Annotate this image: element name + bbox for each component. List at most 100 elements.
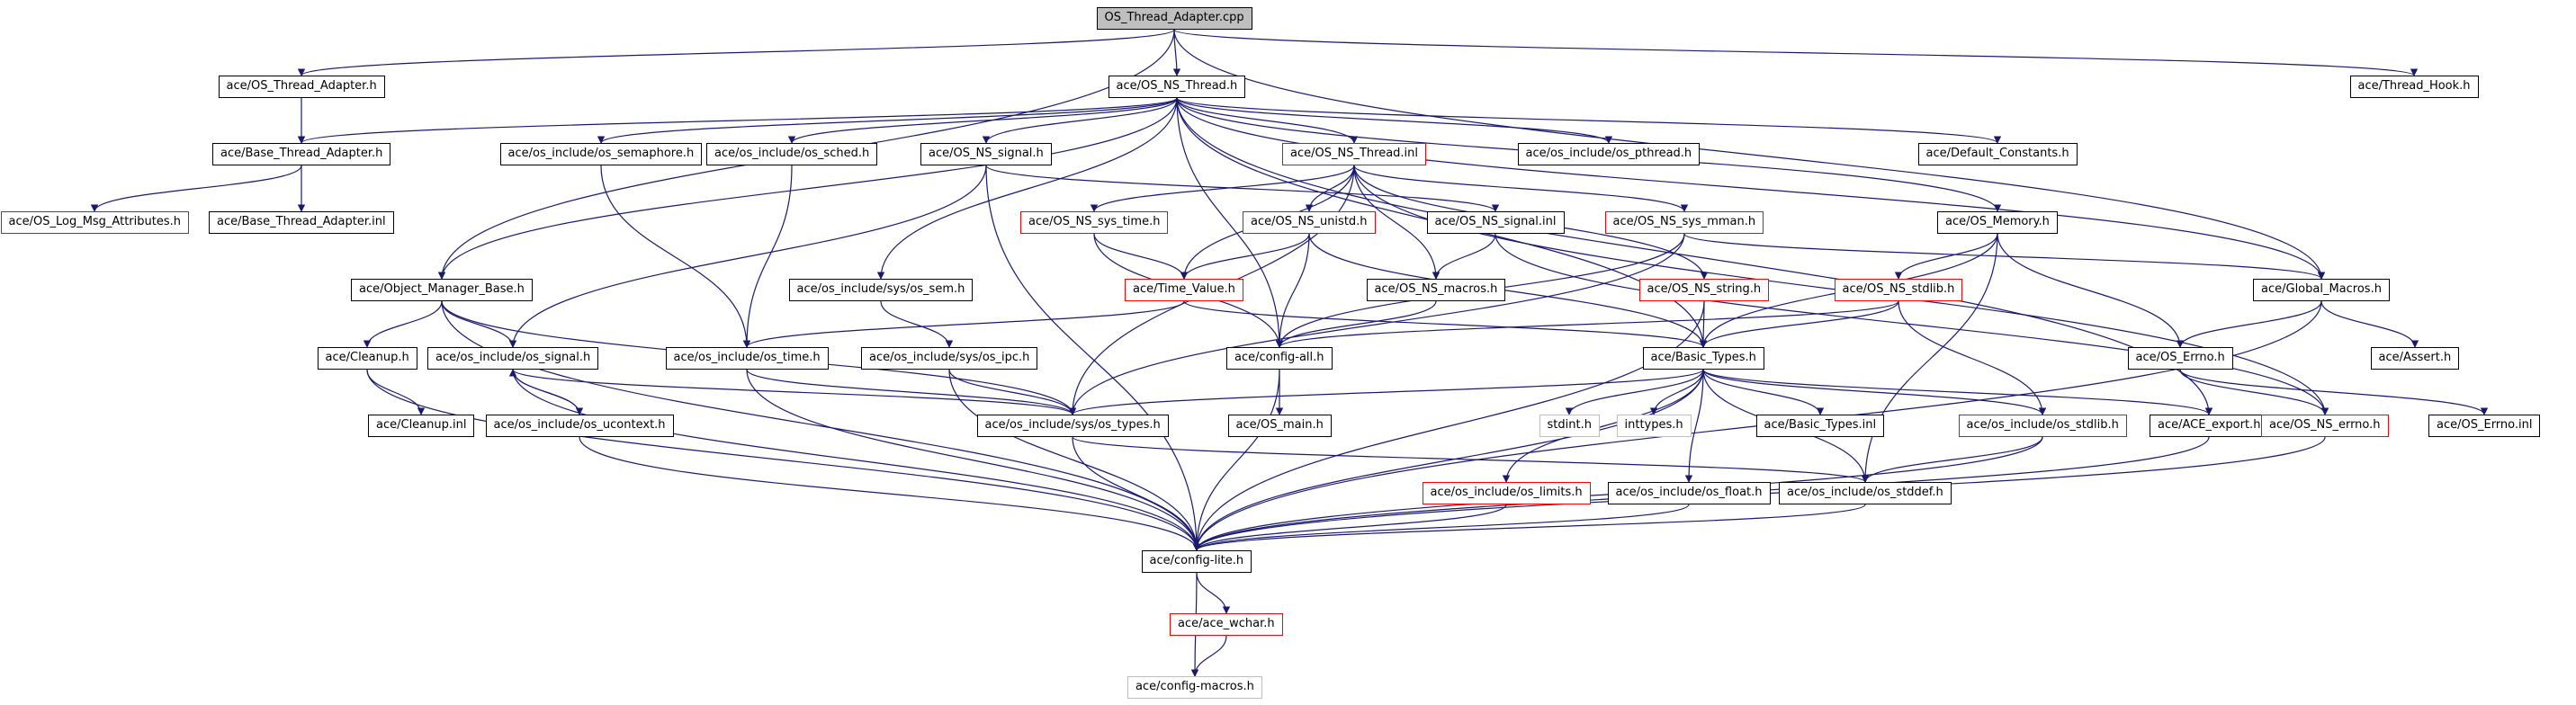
edge-basic-types-h-to-basic-types-inl: [1702, 369, 1825, 415]
node-base-adapter-inl[interactable]: ace/Base_Thread_Adapter.inl: [209, 211, 394, 234]
edge-ns-thread-h-to-config-all: [1176, 97, 1284, 348]
edge-ns-stdlib-h-to-os-stdlib: [1898, 300, 2047, 415]
node-log-msg-attr[interactable]: ace/OS_Log_Msg_Attributes.h: [0, 211, 189, 234]
edge-basic-types-h-to-inttypes: [1649, 369, 1704, 415]
edge-ns-thread-inl-to-ns-sys-time: [1090, 165, 1355, 212]
edge-ns-thread-h-to-obj-mgr-base: [437, 97, 1178, 280]
edge-os-errno-h-to-ns-errno: [2179, 369, 2329, 415]
node-default-const[interactable]: ace/Default_Constants.h: [1917, 143, 2078, 165]
node-assert-h[interactable]: ace/Assert.h: [2370, 347, 2460, 370]
node-config-lite[interactable]: ace/config-lite.h: [1141, 550, 1252, 573]
edge-basic-types-h-to-ace-export: [1702, 369, 2213, 415]
node-os-sched[interactable]: ace/os_include/os_sched.h: [706, 143, 878, 165]
node-ns-macros[interactable]: ace/OS_NS_macros.h: [1366, 279, 1506, 301]
node-stdint: stdint.h: [1539, 415, 1600, 437]
node-cleanup-h[interactable]: ace/Cleanup.h: [317, 347, 417, 370]
edge-ns-macros-to-config-all: [1275, 300, 1437, 348]
edge-ns-unistd-to-config-all: [1275, 233, 1310, 348]
node-os-main[interactable]: ace/OS_main.h: [1227, 415, 1332, 437]
edge-global-macros-to-assert-h: [2320, 300, 2419, 348]
edge-ns-signal-inl-to-ns-macros: [1432, 233, 1496, 280]
node-os-pthread[interactable]: ace/os_include/os_pthread.h: [1517, 143, 1701, 165]
edge-ns-sys-mman-to-os-types: [1068, 233, 1685, 415]
node-os-types[interactable]: ace/os_include/sys/os_types.h: [976, 415, 1169, 437]
node-os-time[interactable]: ace/os_include/os_time.h: [665, 347, 829, 370]
edge-basic-types-h-to-config-lite: [1192, 369, 1704, 551]
node-os-float[interactable]: ace/os_include/os_float.h: [1607, 482, 1771, 504]
edge-root-to-thread-hook: [1173, 29, 2418, 76]
node-os-signal[interactable]: ace/os_include/os_signal.h: [427, 347, 599, 370]
node-ns-sys-time[interactable]: ace/OS_NS_sys_time.h: [1020, 211, 1169, 234]
node-os-memory[interactable]: ace/OS_Memory.h: [1937, 211, 2058, 234]
edge-ace-wchar-to-config-macros: [1190, 635, 1227, 677]
node-ns-stdlib-h[interactable]: ace/OS_NS_stdlib.h: [1834, 279, 1963, 301]
node-obj-mgr-base[interactable]: ace/Object_Manager_Base.h: [351, 279, 533, 301]
node-base-adapter-h[interactable]: ace/Base_Thread_Adapter.h: [212, 143, 391, 165]
edge-ns-thread-inl-to-ns-unistd: [1305, 165, 1355, 212]
node-os-limits[interactable]: ace/os_include/os_limits.h: [1422, 482, 1591, 504]
node-ace-export[interactable]: ace/ACE_export.h: [2150, 415, 2269, 437]
node-ns-signal-inl[interactable]: ace/OS_NS_signal.inl: [1426, 211, 1565, 234]
node-basic-types-inl[interactable]: ace/Basic_Types.inl: [1755, 415, 1885, 437]
edge-os-stddef-to-config-lite: [1193, 504, 1866, 551]
edge-basic-types-h-to-os-stdlib: [1702, 369, 2047, 415]
edge-ns-unistd-to-time-value: [1180, 233, 1310, 280]
edge-ns-thread-h-to-ns-signal-h: [982, 97, 1178, 144]
edge-basic-types-h-to-stdint: [1565, 369, 1704, 415]
edge-os-memory-to-os-errno-h: [1997, 233, 2185, 348]
edge-ns-thread-h-to-base-adapter-h: [298, 97, 1178, 144]
node-ns-thread-h[interactable]: ace/OS_NS_Thread.h: [1108, 76, 1246, 98]
edge-os-time-to-os-types: [746, 369, 1077, 415]
edge-ns-thread-h-to-os-pthread: [1176, 97, 1613, 144]
node-config-all[interactable]: ace/config-all.h: [1226, 347, 1333, 370]
edge-os-signal-to-os-types: [512, 369, 1077, 415]
node-os-sem[interactable]: ace/os_include/sys/os_sem.h: [788, 279, 974, 301]
edge-basic-types-h-to-os-float: [1684, 369, 1704, 483]
edge-obj-mgr-base-to-cleanup-h: [363, 300, 443, 348]
node-os-errno-h[interactable]: ace/OS_Errno.h: [2127, 347, 2233, 370]
edge-cleanup-h-to-cleanup-inl: [366, 369, 426, 415]
node-ns-errno[interactable]: ace/OS_NS_errno.h: [2261, 415, 2389, 437]
node-config-macros: ace/config-macros.h: [1127, 676, 1262, 699]
node-ns-unistd[interactable]: ace/OS_NS_unistd.h: [1243, 211, 1376, 234]
node-root[interactable]: OS_Thread_Adapter.cpp: [1096, 7, 1252, 30]
node-os-stddef[interactable]: ace/os_include/os_stddef.h: [1779, 482, 1952, 504]
edge-basic-types-h-to-os-limits: [1502, 369, 1704, 483]
edge-ns-thread-inl-to-ns-sys-mman: [1353, 165, 1689, 212]
edge-os-types-to-config-lite: [1072, 436, 1201, 551]
node-thread-hook[interactable]: ace/Thread_Hook.h: [2349, 76, 2479, 98]
node-os-stdlib[interactable]: ace/os_include/os_stdlib.h: [1958, 415, 2127, 437]
edge-ns-thread-h-to-global-macros: [1176, 97, 2326, 280]
node-ns-sys-mman[interactable]: ace/OS_NS_sys_mman.h: [1604, 211, 1764, 234]
edge-time-value-to-basic-types-h: [1183, 300, 1708, 348]
node-cleanup-inl[interactable]: ace/Cleanup.inl: [368, 415, 475, 437]
edge-ns-thread-h-to-os-sched: [787, 97, 1178, 144]
node-os-ucontext[interactable]: ace/os_include/os_ucontext.h: [485, 415, 674, 437]
edge-ns-stdlib-h-to-config-all: [1276, 300, 1899, 348]
node-tadapter-h[interactable]: ace/OS_Thread_Adapter.h: [218, 76, 385, 98]
node-ns-signal-h[interactable]: ace/OS_NS_signal.h: [920, 143, 1052, 165]
node-os-ipc[interactable]: ace/os_include/sys/os_ipc.h: [861, 347, 1038, 370]
edge-os-sem-to-os-ipc: [880, 300, 954, 348]
node-global-macros[interactable]: ace/Global_Macros.h: [2253, 279, 2390, 301]
node-time-value[interactable]: ace/Time_Value.h: [1125, 279, 1243, 301]
edge-os-semaphore-to-os-time: [600, 165, 751, 348]
node-inttypes: inttypes.h: [1616, 415, 1692, 437]
edge-os-sched-to-os-time: [742, 165, 793, 348]
node-ns-thread-inl[interactable]: ace/OS_NS_Thread.inl: [1282, 143, 1427, 165]
edge-os-memory-to-os-stddef: [1861, 233, 1998, 483]
node-ace-wchar[interactable]: ace/ace_wchar.h: [1170, 613, 1283, 636]
node-os-errno-inl[interactable]: ace/OS_Errno.inl: [2428, 415, 2541, 437]
edge-ns-thread-inl-to-ns-macros: [1353, 165, 1441, 280]
node-basic-types-h[interactable]: ace/Basic_Types.h: [1642, 347, 1764, 370]
edge-ns-signal-h-to-config-lite: [985, 165, 1201, 551]
node-os-semaphore[interactable]: ace/os_include/os_semaphore.h: [499, 143, 703, 165]
node-ns-string[interactable]: ace/OS_NS_string.h: [1638, 279, 1770, 301]
edge-ns-stdlib-h-to-basic-types-h: [1699, 300, 1899, 348]
edge-ns-sys-time-to-time-value: [1093, 233, 1189, 280]
edge-cleanup-h-to-config-lite: [366, 369, 1201, 551]
edge-ns-signal-h-to-ns-signal-inl: [985, 165, 1500, 212]
edge-basic-types-h-to-os-types: [1069, 369, 1704, 415]
edge-os-stdlib-to-os-stddef: [1861, 436, 2043, 483]
edge-obj-mgr-base-to-os-signal: [441, 300, 517, 348]
